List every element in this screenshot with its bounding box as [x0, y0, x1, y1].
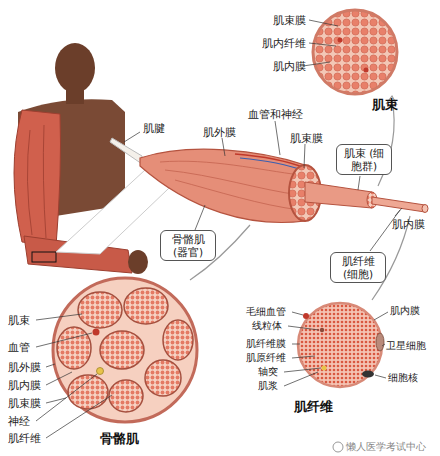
fascicle-circle	[313, 10, 397, 94]
leader-line	[292, 312, 303, 315]
fascicle-section	[124, 288, 168, 324]
fiber-section	[298, 303, 384, 387]
leader-line	[36, 314, 82, 320]
part-label: 肌腱	[143, 122, 165, 134]
leader-line	[292, 356, 315, 358]
leader-lines	[36, 20, 402, 438]
level-box: 肌纤维 (细胞)	[330, 252, 386, 283]
part-label: 血管	[8, 341, 30, 353]
vein	[240, 158, 305, 171]
part-label: 肌内膜	[390, 305, 420, 317]
muscle-section	[53, 278, 197, 422]
leader-line	[36, 374, 97, 421]
part-label: 肌束膜	[8, 397, 41, 409]
fascicle-section	[109, 380, 143, 412]
leader-line	[46, 364, 55, 367]
leader-line	[124, 132, 140, 142]
leader-line	[195, 205, 205, 230]
part-label: 神经	[8, 415, 30, 427]
capillary	[303, 313, 309, 319]
neck	[66, 88, 84, 104]
part-label: 肌内纤维	[262, 37, 306, 49]
part-label: 肌内膜	[273, 60, 306, 72]
section-title: 骨骼肌	[100, 432, 139, 447]
part-label: 肌内膜	[392, 218, 425, 230]
leader-line	[288, 326, 319, 330]
muscle-striation	[160, 161, 300, 210]
capillary	[338, 38, 343, 43]
leader-line	[284, 372, 318, 386]
fascicle-section	[57, 327, 91, 369]
leader-line	[375, 375, 386, 378]
focus-rect	[32, 252, 56, 262]
nucleus	[362, 371, 374, 378]
capillary	[364, 68, 369, 73]
part-label: 肌浆	[258, 380, 278, 392]
part-label: 细胞核	[388, 372, 418, 384]
mitochondrion	[320, 328, 324, 332]
axon	[322, 366, 327, 371]
watermark-icon	[333, 442, 343, 452]
part-label: 轴突	[258, 366, 278, 378]
leader-line	[374, 312, 388, 320]
leader-line	[284, 368, 321, 372]
part-label: 毛细血管	[246, 306, 286, 318]
leader-line	[358, 176, 360, 190]
blood-vessel	[235, 154, 305, 168]
muscle-bundle	[140, 149, 305, 222]
leader-line	[275, 121, 280, 155]
leader-line	[309, 20, 338, 26]
part-label: 肌纤维	[8, 432, 41, 444]
upper-arm-muscle	[14, 110, 61, 246]
nerve	[97, 368, 104, 375]
muscle-striation	[27, 125, 46, 238]
blood-vessel	[93, 329, 100, 336]
muscle-organ	[110, 96, 428, 300]
leader-line	[370, 210, 400, 251]
muscle-fiber	[372, 197, 425, 212]
leader-line	[292, 344, 300, 345]
section-title: 肌纤维	[294, 400, 333, 415]
part-label: 肌外膜	[8, 361, 41, 373]
fascicle-section	[313, 10, 397, 94]
fascicle-section	[163, 320, 193, 360]
box-text: 骨骼肌 (器官)	[165, 233, 211, 258]
box-text: 肌束 (细胞群)	[341, 147, 387, 172]
box-text: 肌纤维 (细胞)	[335, 255, 381, 280]
satellite-cell	[376, 333, 384, 351]
part-label: 肌束	[8, 314, 30, 326]
part-label: 肌外膜	[203, 126, 236, 138]
part-label: 血管和神经	[248, 108, 303, 120]
leader-line	[382, 344, 385, 346]
part-label: 肌纤维膜	[246, 338, 286, 350]
epimysium-circle	[53, 278, 197, 422]
leader-line	[36, 333, 92, 347]
hand	[128, 250, 148, 274]
part-label: 肌束膜	[273, 14, 306, 26]
level-box: 肌束 (细胞群)	[336, 144, 392, 175]
leader-line	[46, 372, 72, 385]
fiber-end	[422, 205, 428, 213]
leader-line	[303, 62, 330, 66]
head	[55, 43, 95, 93]
part-label: 肌内膜	[8, 379, 41, 391]
fascicle-section	[100, 331, 144, 369]
fascicle-section	[78, 292, 122, 328]
watermark: 懒人医学考试中心	[346, 441, 426, 453]
part-label: 线粒体	[252, 320, 282, 332]
part-label: 肌束膜	[290, 132, 323, 144]
level-box: 骨骼肌 (器官)	[160, 230, 216, 261]
fascicle	[305, 182, 372, 208]
section-title: 肌束	[372, 98, 398, 113]
part-label: 肌原纤维	[246, 352, 286, 364]
leader-line	[222, 138, 225, 156]
fascicle-section	[145, 360, 181, 396]
leader-line	[309, 43, 336, 46]
part-label: 卫星细胞	[386, 340, 426, 352]
fiber-circle	[298, 303, 382, 387]
leader-line	[304, 144, 305, 168]
tendon	[110, 138, 142, 164]
